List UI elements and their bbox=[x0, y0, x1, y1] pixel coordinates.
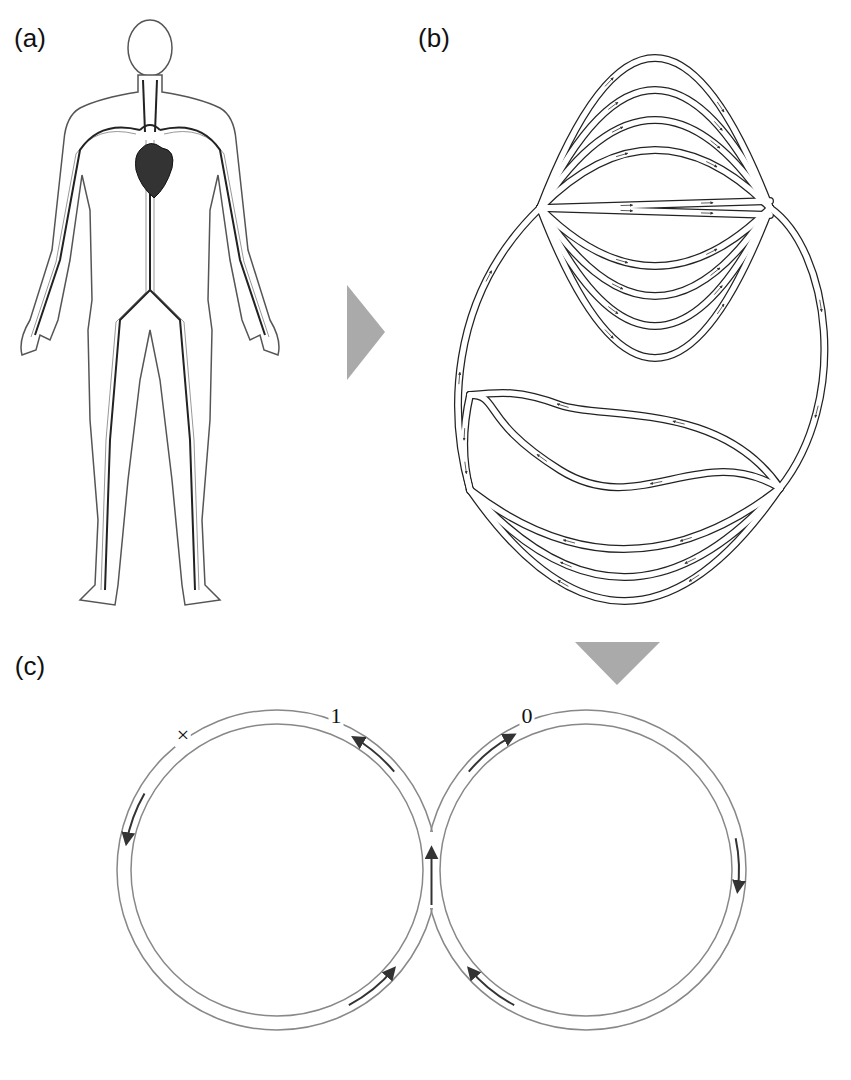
loop-number: 0 bbox=[520, 704, 535, 728]
vessel-network bbox=[458, 58, 824, 601]
human-figure bbox=[21, 20, 279, 605]
panel-label: (c) bbox=[15, 652, 45, 681]
panel-label: (a) bbox=[14, 24, 46, 53]
two-loop-model bbox=[117, 710, 746, 1030]
step-arrow bbox=[347, 285, 385, 380]
panel-label: (b) bbox=[418, 24, 450, 53]
step-arrow bbox=[575, 642, 660, 685]
block-mark: × bbox=[175, 723, 191, 747]
flow-arrows bbox=[126, 735, 739, 1005]
loop-number: 1 bbox=[329, 704, 344, 728]
